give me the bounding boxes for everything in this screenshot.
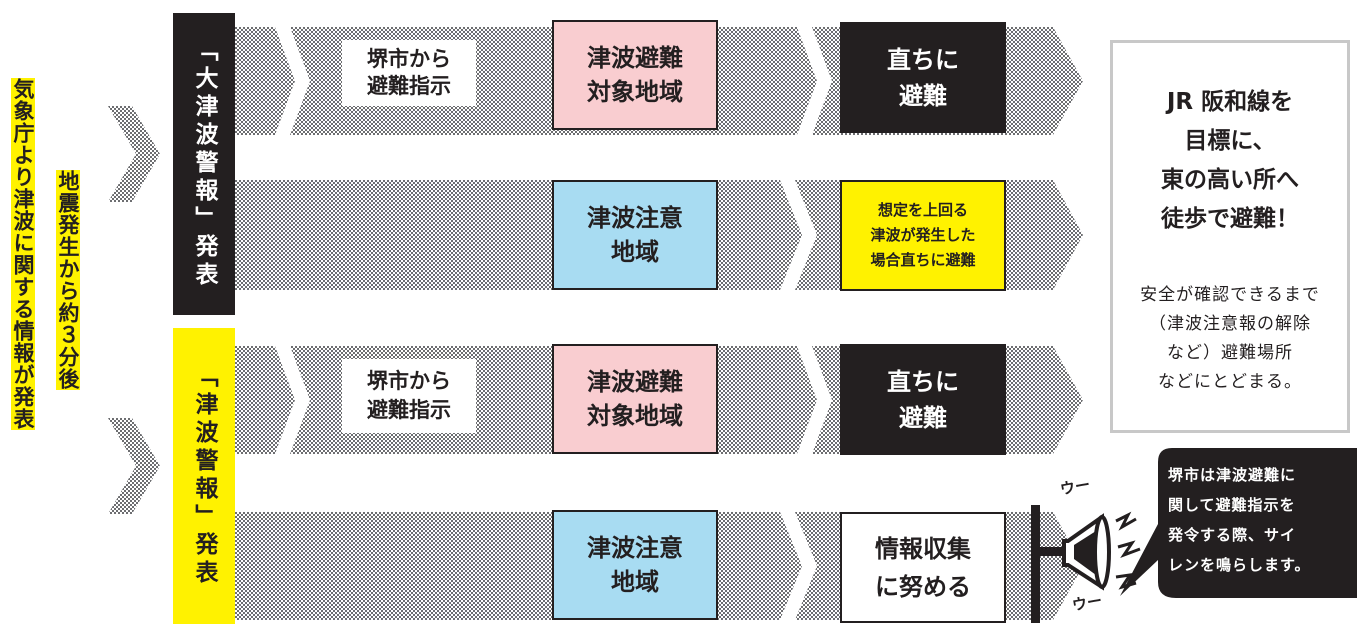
evacuation-guidance-box: JR 阪和線を 目標に、 東の高い所へ 徒歩で避難！ 安全が確認できるまで （津… xyxy=(1110,40,1350,433)
siren-notice-text: 堺市は津波避難に 関して避難指示を 発令する際、サイ レンを鳴らします。 xyxy=(1168,466,1311,574)
action-box: 直ちに 避難 xyxy=(840,344,1006,455)
action-box: 直ちに 避難 xyxy=(840,22,1006,133)
source-box: 堺市から 避難指示 xyxy=(342,359,476,433)
chevron-arrow-icon xyxy=(108,418,160,514)
action-box: 想定を上回る 津波が発生した 場合直ちに避難 xyxy=(840,180,1006,291)
siren-speaker-icon xyxy=(1031,505,1141,623)
action-box: 情報収集 に努める xyxy=(840,512,1006,623)
evacuation-area-box: 津波避難 対象地域 xyxy=(552,20,718,130)
jma-announcement-text: 気象庁より津波に関する情報が発表 xyxy=(11,78,35,430)
source-box: 堺市から 避難指示 xyxy=(342,40,476,106)
speech-bubble xyxy=(1120,448,1357,598)
evacuation-guidance-note: 安全が確認できるまで （津波注意報の解除 など）避難場所 などにとどまる。 xyxy=(1140,285,1320,392)
caution-area-box: 津波注意 地域 xyxy=(552,510,718,620)
evacuation-guidance-title: JR 阪和線を 目標に、 東の高い所へ 徒歩で避難！ xyxy=(1161,89,1299,232)
chevron-arrow-icon xyxy=(108,106,160,202)
evacuation-area-box: 津波避難 対象地域 xyxy=(552,344,718,454)
time-after-quake-text: 地震発生から約３分後 xyxy=(56,170,80,390)
tsunami-warning-label: 「津波警報」発表 xyxy=(173,328,235,624)
caution-area-box: 津波注意 地域 xyxy=(552,180,718,290)
major-tsunami-warning-label: 「大津波警報」発表 xyxy=(173,13,235,315)
